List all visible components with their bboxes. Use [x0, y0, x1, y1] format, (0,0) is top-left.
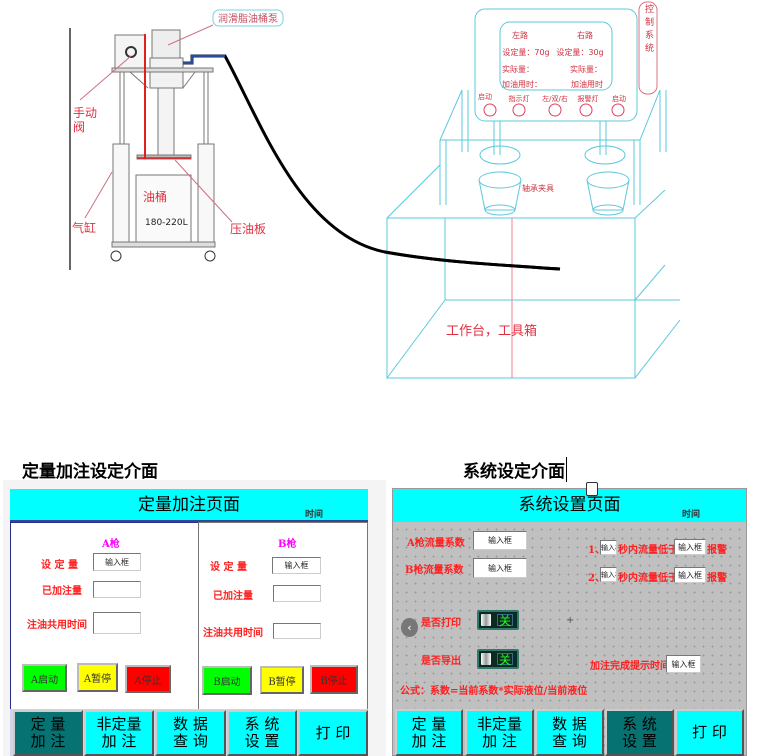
gun-a-set-input[interactable]: 输入框: [93, 553, 141, 571]
dosing-nav-print[interactable]: 打 印: [298, 710, 368, 756]
gun-b-title: B枪: [278, 539, 297, 550]
control-system-label: 定量控制系统: [643, 0, 654, 56]
system-header: 系统设置页面: [393, 489, 746, 522]
alarm2-seconds-input[interactable]: 输入框: [600, 567, 617, 582]
leader-line: [167, 24, 214, 46]
dosing-caption: 定量加注设定介面: [22, 462, 158, 482]
pump-label-box: [212, 9, 284, 27]
formula-text: 公式：系数=当前系数*实际液位/当前液位: [400, 686, 588, 697]
alarm2-middle: 秒内流量低于: [618, 573, 678, 584]
gun-a-duration-label: 注油共用时间: [27, 620, 87, 631]
alarm1-flow-input[interactable]: 输入框: [674, 539, 706, 555]
display-right-title: 右路: [577, 30, 593, 40]
system-caption: 系统设定介面: [463, 457, 567, 482]
system-nav-fixed-fill[interactable]: 定 量加 注: [395, 709, 463, 756]
dosing-header: 定量加注页面: [10, 489, 368, 522]
alarm1-middle: 秒内流量低于: [618, 545, 678, 556]
panel-buttons: [483, 103, 625, 117]
oil-hose-end: [384, 250, 561, 271]
clipboard-icon[interactable]: [586, 482, 598, 496]
panel-label-start-2: 启动: [612, 94, 626, 103]
gun-b-pause-button[interactable]: B暂停: [260, 666, 304, 694]
alarm1-prefix: 1、: [588, 545, 605, 556]
dosing-nav-free-fill[interactable]: 非定量加 注: [84, 710, 154, 756]
display-left-title: 左路: [512, 30, 528, 40]
alarm2-prefix: 2、: [588, 573, 605, 584]
display-left-set: 设定量：70g: [502, 47, 549, 57]
gun-a-title: A枪: [102, 539, 120, 550]
print-toggle-state: 关: [497, 613, 513, 628]
system-nav-print[interactable]: 打 印: [675, 709, 744, 756]
gun-a-set-label: 设 定 量: [41, 560, 78, 571]
alarm1-seconds-input[interactable]: 输入框: [600, 540, 617, 555]
gun-b-stop-button[interactable]: B停止: [310, 665, 358, 694]
manual-valve-label: 手动: [73, 106, 97, 120]
dosing-nav-system-settings[interactable]: 系 统设 置: [227, 710, 297, 756]
complete-hint-label: 加注完成提示时间: [590, 661, 670, 672]
dosing-time: 时间: [305, 510, 324, 520]
gun-a-stop-button[interactable]: A停止: [125, 665, 171, 693]
dosing-nav-data-query[interactable]: 数 据查 询: [155, 710, 226, 756]
gun-b-filled-label: 已加注量: [213, 591, 253, 602]
alarm2-suffix: 报警: [707, 573, 727, 584]
control-system-pill: [638, 1, 658, 95]
barrel-label: 油桶: [143, 189, 167, 204]
chevron-left-icon[interactable]: ‹: [401, 618, 418, 637]
manual-valve-label-2: 阀: [73, 120, 85, 134]
gun-a-filled-label: 已加注量: [42, 586, 82, 597]
system-nav-data-query[interactable]: 数 据查 询: [535, 709, 604, 756]
fixture-label: 轴承夹具: [522, 183, 554, 193]
cylinder-label: 气缸: [72, 220, 96, 235]
print-toggle[interactable]: 关: [477, 610, 519, 630]
system-time: 时间: [682, 510, 701, 520]
equipment-diagram: 润滑脂油桶泵 手动 阀 气缸 油桶 180-220L 压油板 左路 右路 设定量…: [69, 0, 681, 379]
print-label: 是否打印: [421, 618, 461, 629]
b-coef-label: B枪流量系数: [405, 565, 464, 576]
bench-label: 工作台，工具箱: [446, 323, 537, 339]
crosshair-icon: +: [566, 615, 575, 626]
b-coef-input[interactable]: 输入框: [473, 558, 527, 578]
system-nav-system-settings[interactable]: 系 统设 置: [605, 709, 674, 756]
panel-label-side: 左/双/右: [542, 94, 568, 103]
press-plate-label: 压油板: [230, 222, 266, 236]
complete-hint-input[interactable]: 输入框: [666, 655, 701, 673]
display-left-time: 加油用时：: [502, 79, 542, 89]
panel-label-indicator: 指示灯: [509, 94, 530, 103]
gun-a-start-button[interactable]: A启动: [22, 664, 67, 692]
gun-b-duration-label: 注油共用时间: [203, 628, 263, 639]
gun-b-set-label: 设 定 量: [210, 562, 247, 573]
system-title: 系统设置页面: [518, 495, 621, 515]
leader-line: [84, 171, 113, 219]
air-hose: [183, 54, 225, 65]
a-coef-label: A枪流量系数: [407, 538, 465, 549]
export-toggle[interactable]: 关: [477, 649, 519, 669]
leader-line: [174, 159, 233, 223]
leader-line: [79, 55, 132, 101]
gun-b-set-input[interactable]: 输入框: [272, 557, 321, 574]
panel-label-alarm: 报警灯: [578, 94, 599, 103]
gun-a-pause-button[interactable]: A暂停: [77, 663, 118, 692]
gun-a-duration-field: [93, 612, 141, 634]
gun-b-duration-field: [273, 623, 321, 639]
barrel-capacity: 180-220L: [145, 218, 188, 228]
gun-a-filled-field: [93, 581, 141, 598]
alarm2-flow-input[interactable]: 输入框: [674, 567, 706, 583]
export-label: 是否导出: [421, 656, 461, 667]
panel-label-start: 启动: [478, 92, 492, 101]
alarm1-suffix: 报警: [707, 545, 727, 556]
dosing-nav-fixed-fill[interactable]: 定 量加 注: [13, 710, 83, 756]
display-right-set: 设定量：30g: [556, 47, 603, 57]
workstation: [386, 8, 681, 379]
display-right-actual: 实际量：: [570, 64, 602, 74]
gun-b-start-button[interactable]: B启动: [202, 666, 252, 695]
a-coef-input[interactable]: 输入框: [473, 531, 527, 550]
export-toggle-state: 关: [497, 652, 513, 667]
pump-label: 润滑脂油桶泵: [218, 12, 278, 25]
dosing-title: 定量加注页面: [138, 495, 240, 515]
display-left-actual: 实际量：: [502, 64, 534, 74]
gun-b-filled-field: [273, 585, 321, 602]
display-right-time: 加油用时: [571, 79, 603, 89]
system-nav-free-fill[interactable]: 非定量加 注: [465, 709, 534, 756]
